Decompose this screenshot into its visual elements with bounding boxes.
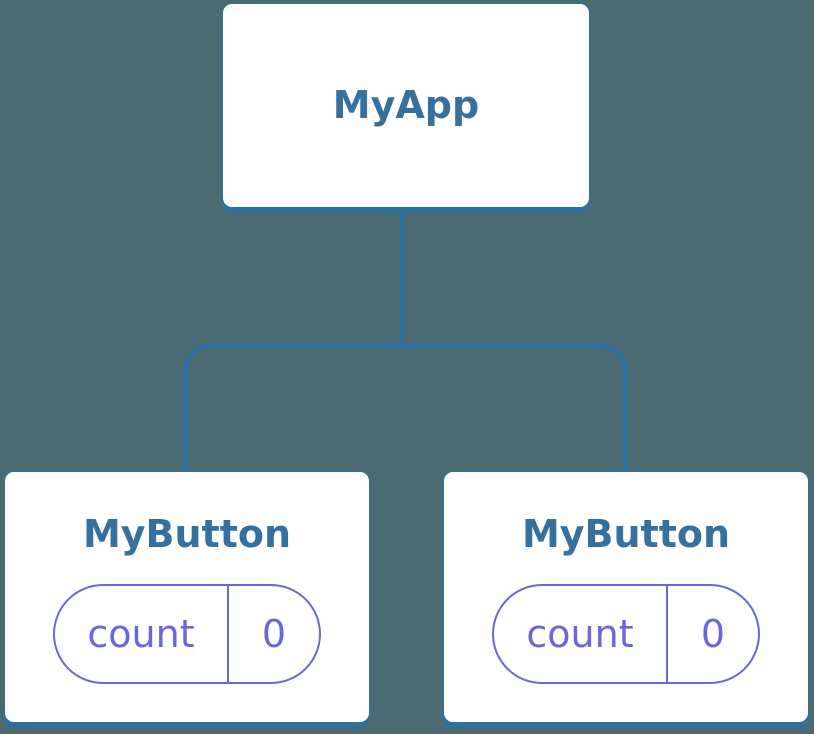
tree-connector-stem	[400, 210, 405, 346]
state-key: count	[87, 611, 195, 656]
state-value-cell: 0	[666, 585, 758, 682]
component-label: MyButton	[82, 512, 292, 556]
state-key: count	[526, 611, 634, 656]
component-node-mybutton-1: MyButton count 0	[4, 471, 370, 723]
state-value: 0	[700, 611, 726, 656]
state-value-cell: 0	[227, 585, 319, 682]
tree-connector-bracket	[183, 343, 628, 471]
component-label: MyButton	[521, 512, 731, 556]
state-key-cell: count	[494, 586, 666, 682]
component-label: MyApp	[332, 82, 480, 127]
component-node-mybutton-2: MyButton count 0	[443, 471, 809, 723]
state-pill: count 0	[492, 583, 760, 684]
state-pill: count 0	[53, 583, 321, 684]
component-node-myapp: MyApp	[222, 3, 590, 208]
state-key-cell: count	[55, 586, 227, 682]
state-value: 0	[261, 611, 287, 656]
